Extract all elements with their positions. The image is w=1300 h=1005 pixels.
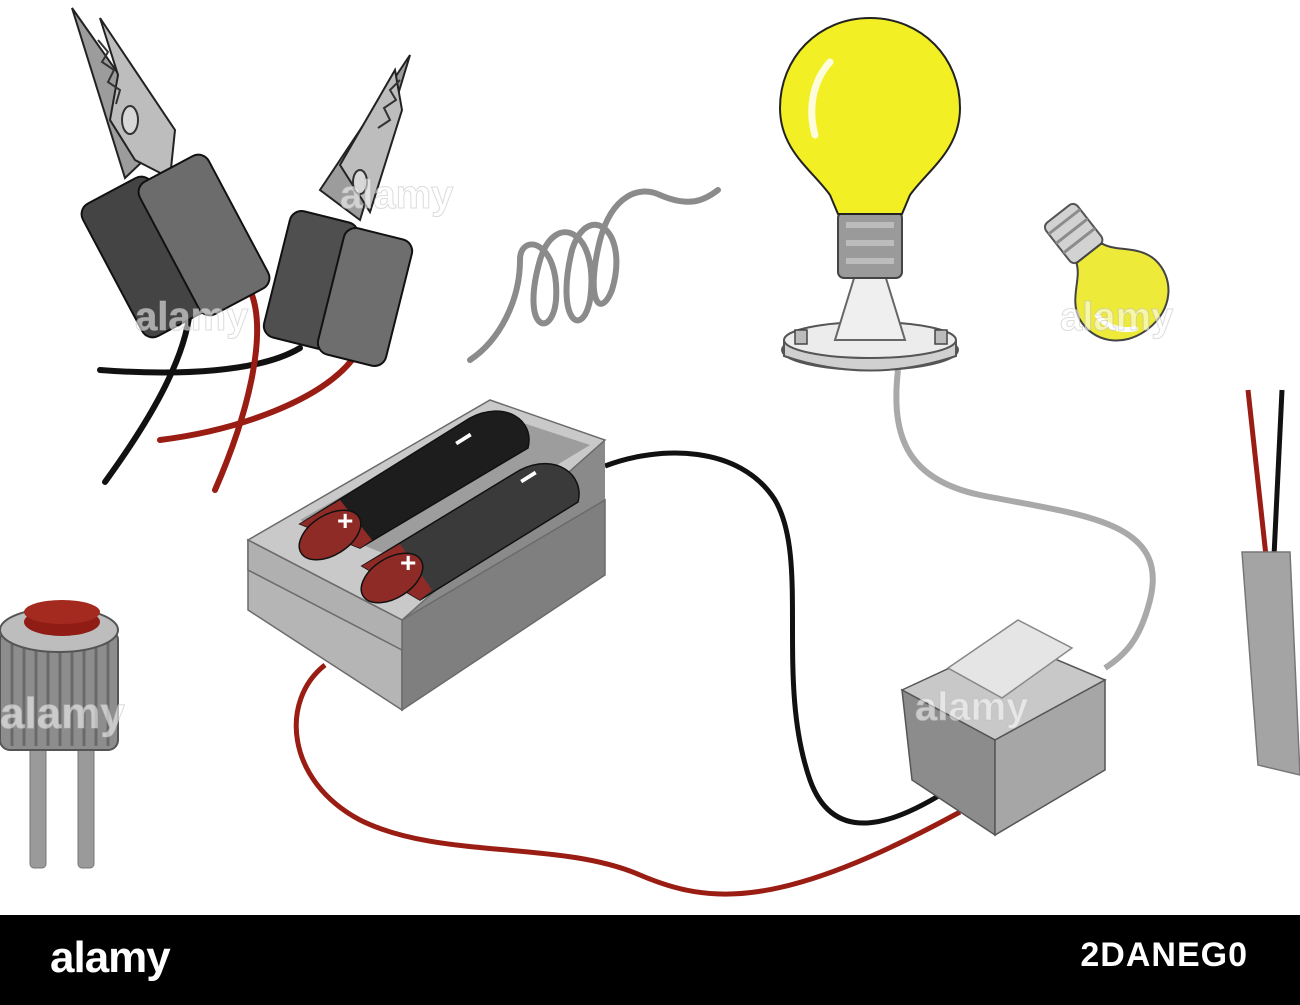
stock-brand-logo: alamy — [50, 933, 171, 982]
bulb-glass — [778, 16, 962, 215]
watermark-3: alamy — [1060, 295, 1174, 339]
battery-1-plus-label: + — [337, 505, 353, 536]
small-bulb — [1043, 202, 1170, 342]
watermark-2: alamy — [340, 173, 454, 217]
battery-2-plus-label: + — [400, 547, 416, 578]
watermark-4: alamy — [0, 689, 125, 738]
lamp-wire — [893, 369, 1156, 671]
clip-wire-black-2 — [102, 307, 193, 485]
rocker-switch — [900, 619, 1107, 837]
clip-wire-red — [157, 357, 355, 443]
battery-wire-black — [604, 450, 947, 826]
crocodile-clip-left — [71, 7, 271, 339]
push-button-switch — [0, 600, 119, 869]
battery-cell-1: + − — [298, 410, 530, 561]
stock-image-id: 2DANEG0 — [1080, 936, 1248, 974]
watermark-1: alamy — [135, 295, 249, 339]
clip-wire-black — [97, 345, 303, 376]
battery-holder: + − + − — [246, 399, 962, 897]
twin-core-cable — [1241, 389, 1300, 776]
crocodile-clip-right — [262, 54, 414, 367]
electric-circuit-illustration: + − + − alamy ala — [0, 7, 1300, 897]
coiled-wire — [467, 187, 721, 363]
battery-cell-2: + − — [360, 456, 580, 604]
battery-wire-red — [293, 663, 962, 897]
watermark-5: alamy — [915, 685, 1029, 729]
watermarks: alamy alamy alamy alamy alamy — [0, 173, 1175, 739]
stock-credit-bar: alamy 2DANEG0 — [0, 915, 1300, 1005]
lamp-on-stand — [778, 16, 1156, 671]
clip-wire-red-2 — [212, 287, 261, 493]
crocodile-clips — [71, 7, 414, 493]
